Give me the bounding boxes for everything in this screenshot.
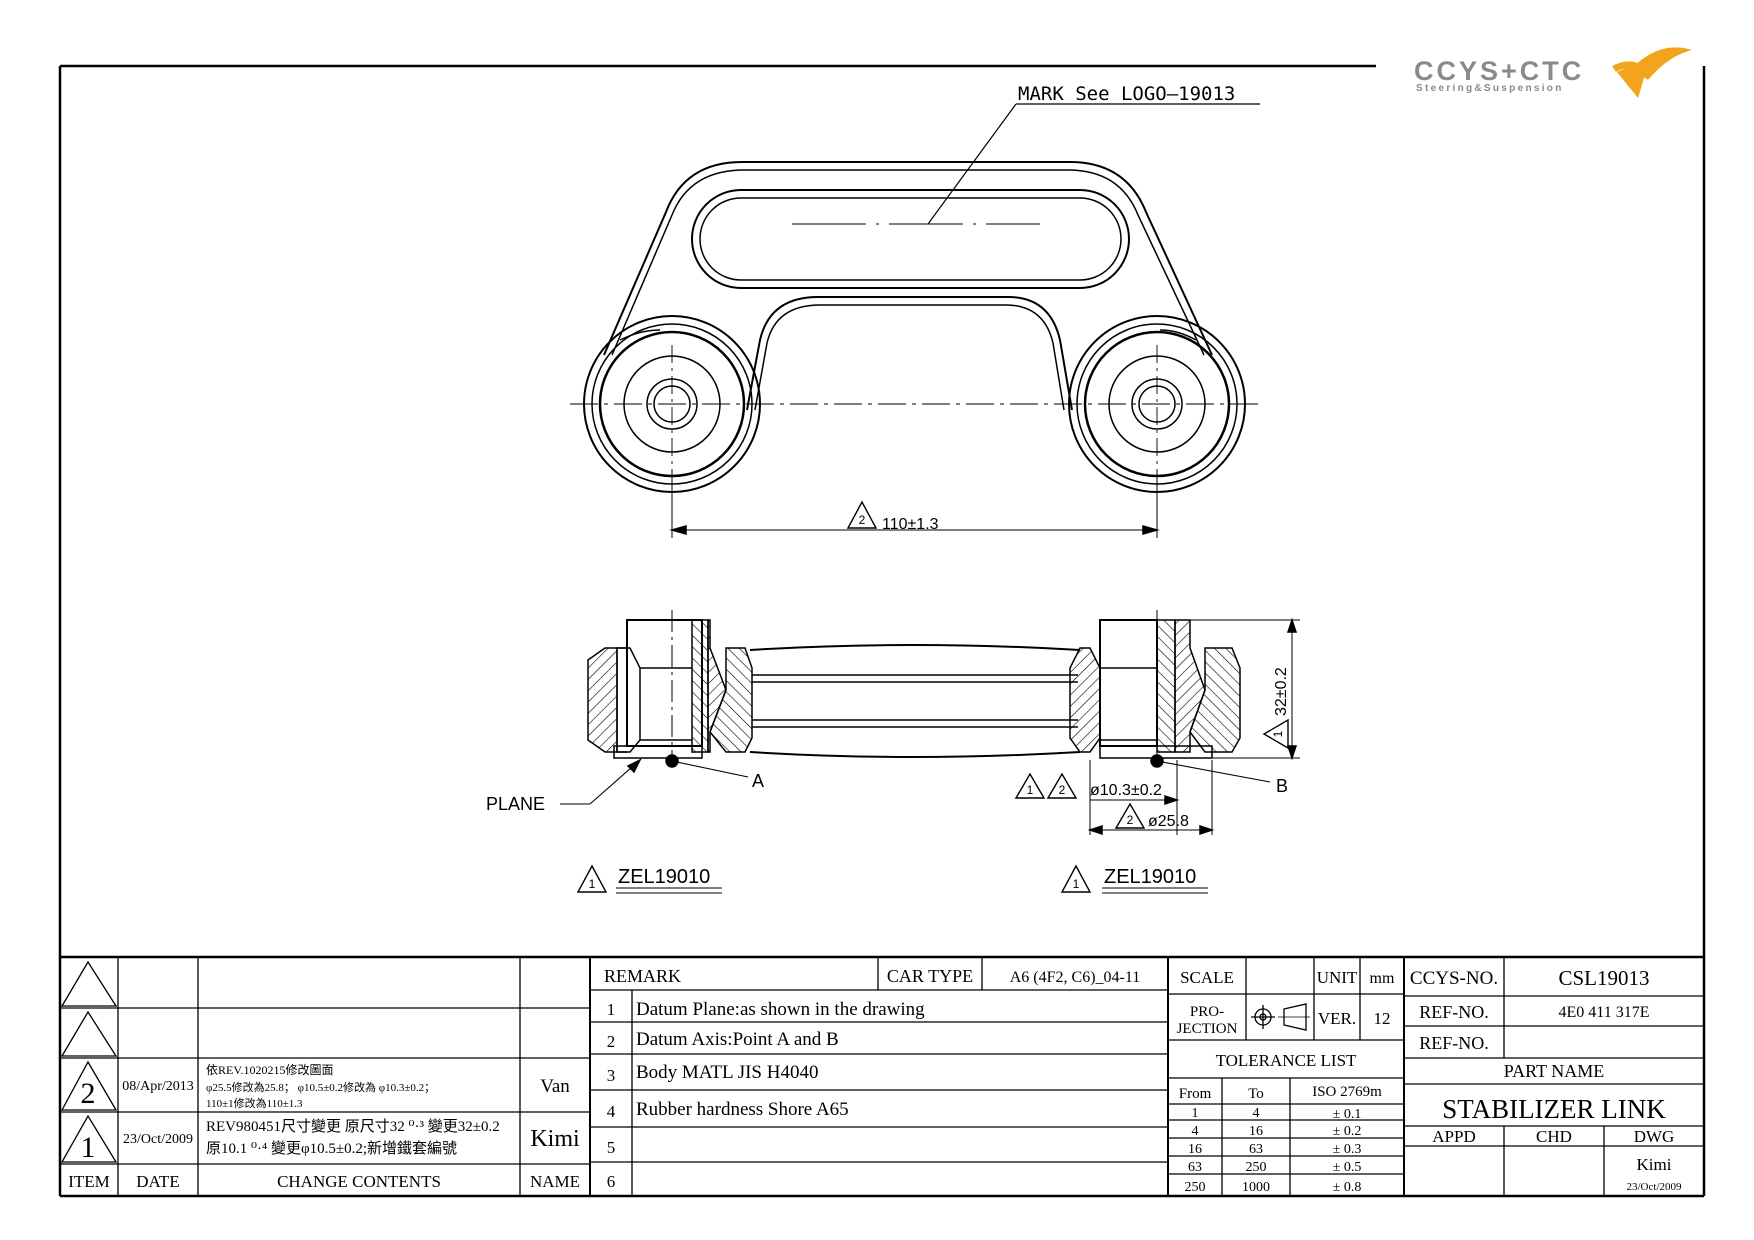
unit-value: mm [1370,970,1395,987]
tolerance-title: TOLERANCE LIST [1216,1051,1357,1070]
logo-brand-text: CCYS+CTC [1414,56,1584,86]
remark-no-5: 5 [607,1138,616,1157]
projection-label-1: PRO- [1190,1004,1224,1020]
chd-label: CHD [1536,1127,1572,1146]
scale-label: SCALE [1180,968,1234,987]
tol-value-5: ± 0.8 [1333,1180,1362,1195]
length-rev-number: 2 [859,513,866,527]
rev-header-date: DATE [136,1172,179,1191]
ref-no-label-1: REF-NO. [1419,1002,1489,1022]
rev-item-2: 2 [81,1077,96,1110]
ccys-no-value: CSL19013 [1558,966,1649,990]
datum-point-a: A [752,771,764,791]
od-rev: 2 [1127,813,1134,827]
rev-1-line-1: REV980451尺寸變更 原尺寸32 ⁰·³ 變更32±0.2 [206,1118,500,1135]
ref-no-value-1: 4E0 411 317E [1559,1004,1650,1021]
rev-date-1: 23/Oct/2009 [123,1132,193,1147]
tol-from-3: 16 [1188,1142,1202,1157]
tol-to-3: 63 [1249,1142,1263,1157]
datum-point-b: B [1276,776,1288,796]
ref-no-label-2: REF-NO. [1419,1033,1489,1053]
rev-name-1: Kimi [530,1126,580,1152]
tol-value-4: ± 0.5 [1333,1160,1362,1175]
remark-no-1: 1 [607,1000,616,1019]
tolerance-header-from: From [1179,1086,1212,1102]
tol-to-2: 16 [1249,1124,1263,1139]
ref-right-rev: 1 [1073,877,1080,891]
part-name: STABILIZER LINK [1442,1094,1666,1124]
tol-to-1: 4 [1253,1106,1260,1121]
remark-no-6: 6 [607,1172,616,1191]
plane-label: PLANE [486,794,545,814]
ccys-no-label: CCYS-NO. [1410,968,1498,989]
tol-to-5: 1000 [1242,1180,1270,1195]
ver-value: 12 [1374,1009,1391,1028]
title-block-grid [60,955,1704,1196]
rev-2-line-3: 110±1修改為110±1.3 [206,1096,303,1110]
side-view [560,610,1300,894]
remark-text-3: Body MATL JIS H4040 [636,1062,818,1083]
ref-left-rev: 1 [589,877,596,891]
rev-header-name: NAME [530,1172,580,1191]
remark-no-3: 3 [607,1066,616,1085]
rev-1-line-2: 原10.1 ⁰·⁴ 變更φ10.5±0.2;新增鐵套編號 [206,1139,457,1157]
bore-rev-2: 2 [1059,783,1066,797]
ver-label: VER. [1318,1009,1356,1028]
company-logo: CCYS+CTC Steering&Suspension [1414,47,1692,98]
tolerance-header-iso: ISO 2769m [1312,1084,1382,1100]
rev-name-2: Van [540,1076,570,1097]
bore-rev-1: 1 [1027,783,1034,797]
remark-text-1: Datum Plane:as shown in the drawing [636,999,925,1020]
logo-tagline: Steering&Suspension [1416,83,1564,94]
dwg-name: Kimi [1637,1155,1672,1174]
dwg-date: 23/Oct/2009 [1627,1181,1682,1193]
unit-label: UNIT [1317,968,1358,987]
appd-label: APPD [1432,1127,1475,1146]
rev-2-line-2: φ25.5修改為25.8； φ10.5±0.2修改為 φ10.3±0.2； [206,1080,435,1094]
tol-from-4: 63 [1188,1160,1202,1175]
remark-text-4: Rubber hardness Shore A65 [636,1099,849,1120]
length-dimension: 110±1.3 [882,516,939,533]
od-dimension: ø25.8 [1148,813,1189,830]
ref-right: ZEL19010 [1104,866,1196,888]
projection-label-2: JECTION [1177,1021,1238,1037]
tol-to-4: 250 [1246,1160,1267,1175]
tol-value-3: ± 0.3 [1333,1142,1362,1157]
mark-note: MARK See LOGO—19013 [1018,83,1235,105]
remark-no-4: 4 [607,1102,616,1121]
dwg-label: DWG [1634,1127,1675,1146]
height-dimension: 32±0.2 [1273,667,1290,716]
height-rev: 1 [1271,730,1285,737]
remark-header: REMARK [604,966,681,986]
rev-item-1: 1 [81,1131,96,1164]
tol-from-1: 1 [1192,1106,1199,1121]
tol-value-2: ± 0.2 [1333,1124,1362,1139]
tolerance-header-to: To [1248,1086,1264,1102]
remark-no-2: 2 [607,1032,616,1051]
tol-from-5: 250 [1185,1180,1206,1195]
remark-text-2: Datum Axis:Point A and B [636,1029,839,1050]
bore-dimension: ø10.3±0.2 [1090,782,1162,799]
rev-header-item: ITEM [68,1172,110,1191]
top-view [570,103,1260,538]
rev-2-line-1: 依REV.1020215修改圖面 [206,1062,333,1077]
rev-header-contents: CHANGE CONTENTS [277,1172,441,1191]
part-name-label: PART NAME [1504,1061,1604,1081]
car-type-label: CAR TYPE [887,966,973,986]
logo-swoosh-icon [1612,47,1692,98]
rev-date-2: 08/Apr/2013 [122,1079,194,1094]
car-type-value: A6 (4F2, C6)_04-11 [1010,969,1141,986]
ref-left: ZEL19010 [618,866,710,888]
tol-value-1: ± 0.1 [1333,1107,1362,1122]
tol-from-2: 4 [1192,1124,1199,1139]
